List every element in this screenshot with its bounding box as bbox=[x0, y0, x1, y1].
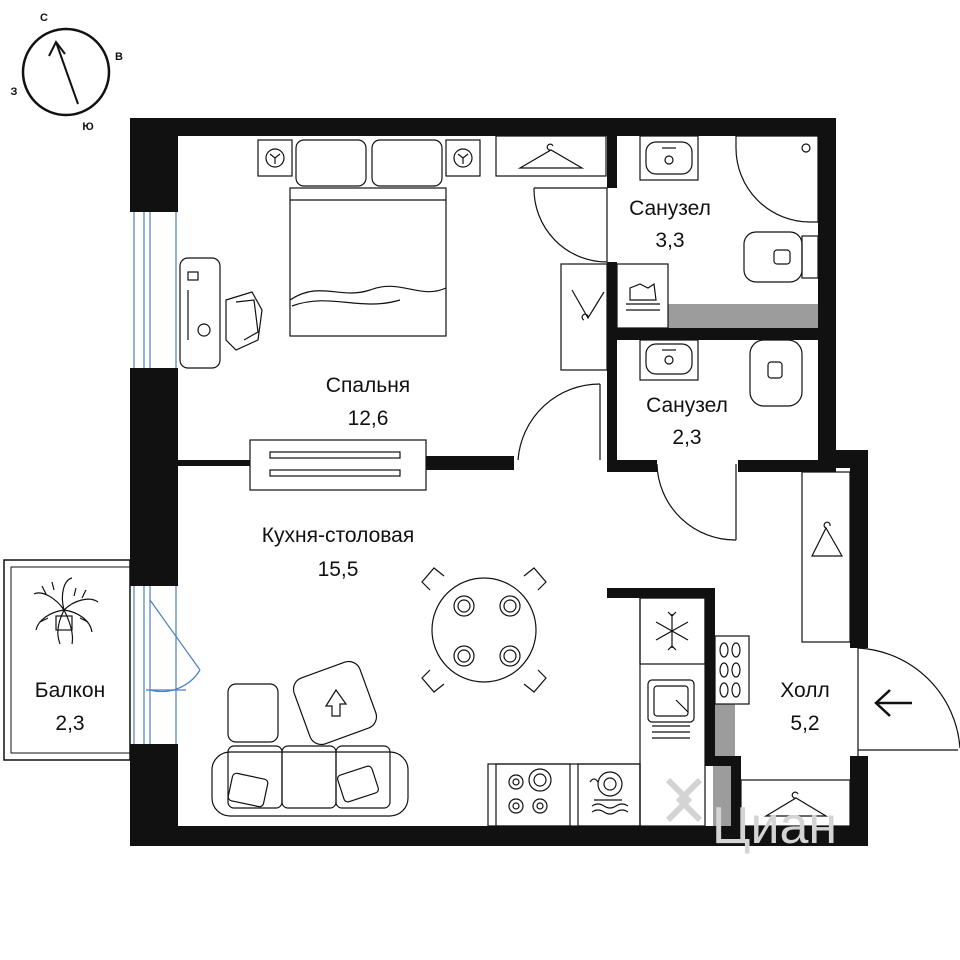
compass-north-label: С bbox=[40, 12, 48, 24]
room-name-balcony: Балкон bbox=[35, 679, 105, 702]
tv-stand-icon bbox=[249, 439, 427, 491]
room-name-hall: Холл bbox=[780, 679, 830, 702]
shower-icon bbox=[735, 135, 819, 223]
entrance-arrow-icon bbox=[874, 689, 912, 717]
bedroom-window bbox=[133, 212, 177, 368]
compass-icon: С В Ю З bbox=[11, 12, 123, 133]
sink-icon bbox=[639, 135, 699, 181]
room-area-bathroom-large: 3,3 bbox=[655, 229, 684, 252]
bathroom-partition bbox=[668, 304, 818, 328]
sink-icon bbox=[639, 339, 699, 381]
compass-east-label: В bbox=[115, 51, 123, 63]
freezer-icon bbox=[639, 597, 706, 665]
washing-machine-icon bbox=[616, 263, 669, 329]
hall-partition-top bbox=[715, 704, 735, 756]
dishwasher-icon bbox=[577, 763, 641, 827]
toilet-icon bbox=[749, 339, 803, 407]
hall-partition-bottom bbox=[713, 766, 731, 826]
stove-icon bbox=[495, 763, 571, 827]
armchair-icon bbox=[292, 660, 378, 746]
room-area-hall: 5,2 bbox=[790, 712, 819, 735]
bedroom-door-swing bbox=[517, 383, 601, 461]
nightstand-left-icon bbox=[257, 139, 293, 177]
room-area-balcony: 2,3 bbox=[55, 712, 84, 735]
room-area-bathroom-small: 2,3 bbox=[672, 426, 701, 449]
compass-west-label: З bbox=[11, 86, 18, 98]
room-area-kitchen: 15,5 bbox=[318, 558, 359, 581]
nightstand-right-icon bbox=[445, 139, 481, 177]
desk-icon bbox=[179, 257, 221, 369]
watermark: Циан bbox=[665, 777, 837, 855]
room-name-bathroom-small: Санузел bbox=[646, 394, 728, 417]
wardrobe-icon bbox=[801, 471, 851, 643]
bed-icon bbox=[289, 139, 447, 337]
compass-south-label: Ю bbox=[82, 121, 93, 133]
balcony bbox=[3, 559, 131, 761]
room-name-kitchen: Кухня-столовая bbox=[262, 524, 414, 547]
watermark-text: Циан bbox=[712, 797, 837, 855]
wardrobe-icon bbox=[495, 135, 607, 177]
bathroom-door-swing bbox=[533, 187, 608, 263]
room-name-bedroom: Спальня bbox=[326, 374, 410, 397]
room-area-bedroom: 12,6 bbox=[348, 407, 389, 430]
room-name-bathroom-large: Санузел bbox=[629, 197, 711, 220]
walls bbox=[130, 118, 868, 846]
entrance-door-swing bbox=[857, 647, 960, 756]
dining-table-icon bbox=[421, 567, 547, 693]
plant-icon bbox=[33, 577, 99, 645]
toilet-icon bbox=[743, 231, 819, 283]
small-bathroom-door-swing bbox=[656, 463, 737, 541]
chair-icon bbox=[225, 291, 263, 351]
balcony-door-window bbox=[133, 586, 201, 744]
shoe-rack-icon bbox=[714, 635, 750, 705]
wardrobe-icon bbox=[560, 263, 608, 371]
sink-icon bbox=[647, 679, 695, 739]
sofa-icon bbox=[211, 683, 409, 817]
wardrobe-icon bbox=[740, 779, 851, 827]
